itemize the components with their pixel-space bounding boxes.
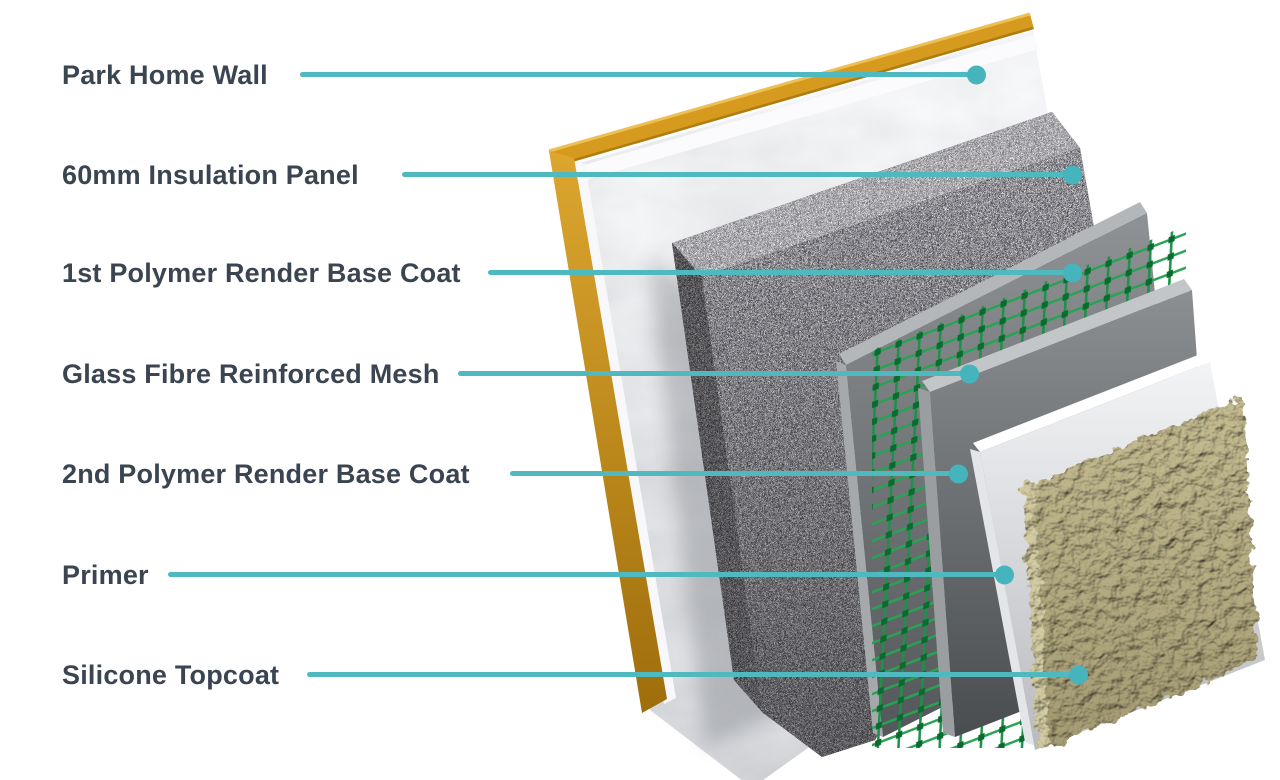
leader-dot (949, 464, 968, 483)
leader-dot (967, 65, 986, 84)
leader-line-insulation-panel (402, 165, 1082, 184)
leader-line-first-base-coat (488, 263, 1082, 282)
layer-label-silicone-topcoat: Silicone Topcoat (62, 660, 280, 690)
leader-dot (1063, 165, 1082, 184)
layer-label-second-base-coat: 2nd Polymer Render Base Coat (62, 459, 470, 489)
leader-dot (1063, 263, 1082, 282)
layer-label-insulation-panel: 60mm Insulation Panel (62, 160, 359, 190)
layer-label-primer: Primer (62, 560, 149, 590)
leader-line-silicone-topcoat (307, 665, 1088, 684)
layer-label-mesh: Glass Fibre Reinforced Mesh (62, 359, 440, 389)
leader-line-primer (168, 565, 1014, 584)
leader-dot (960, 364, 979, 383)
leader-dot (995, 565, 1014, 584)
leader-line-park-home-wall (300, 65, 986, 84)
leader-line-mesh (458, 364, 979, 383)
topcoat-panel (1022, 396, 1258, 748)
leader-dot (1069, 665, 1088, 684)
layer-label-first-base-coat: 1st Polymer Render Base Coat (62, 258, 461, 288)
layer-label-park-home-wall: Park Home Wall (62, 60, 268, 90)
leader-line-second-base-coat (510, 464, 968, 483)
